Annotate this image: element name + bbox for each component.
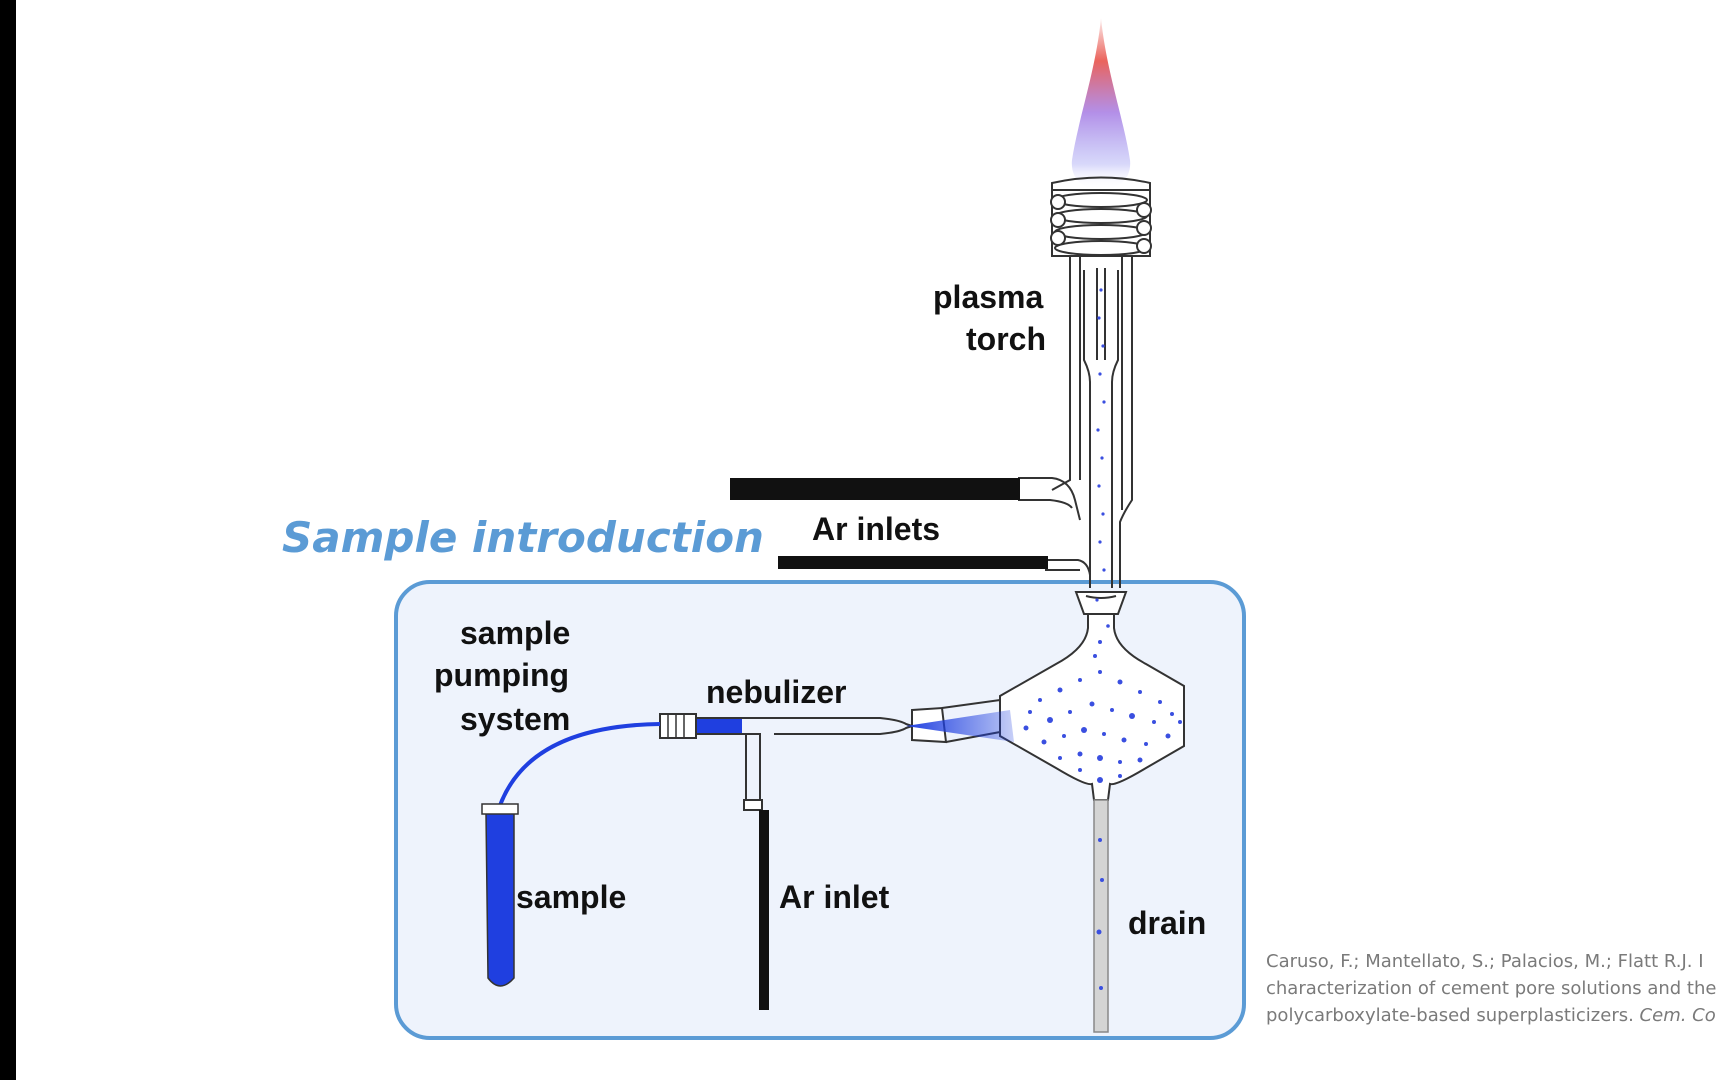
sample-pumping-label-line3: system — [460, 701, 570, 737]
pump-connector — [659, 713, 697, 739]
citation: Caruso, F.; Mantellato, S.; Palacios, M.… — [1266, 948, 1728, 1029]
citation-line-3-plain: polycarboxylate-based superplasticizers. — [1266, 1005, 1640, 1026]
sample-tubing — [494, 722, 661, 819]
sample-pumping-label-line2: pumping — [434, 657, 569, 693]
section-title: Sample introduction — [282, 513, 764, 562]
ar-inlet-upper-tube — [730, 478, 1020, 500]
sample-pumping-label-line1: sample — [460, 615, 570, 651]
drain-tube — [1093, 799, 1109, 1033]
sample-test-tube — [481, 803, 519, 987]
plasma-flame — [1071, 18, 1131, 190]
plasma-torch — [1018, 176, 1152, 615]
spray-droplets — [1023, 624, 1182, 783]
ar-inlets-label: Ar inlets — [812, 511, 940, 547]
nebulizer-sample-liquid — [696, 719, 742, 733]
citation-line-1: Caruso, F.; Mantellato, S.; Palacios, M.… — [1266, 951, 1704, 972]
plasma-torch-label-line1: plasma — [933, 279, 1043, 315]
nebulizer-spray-cone — [906, 710, 1014, 742]
ar-inlet-lower-tube — [778, 556, 1048, 569]
citation-line-2: characterization of cement pore solution… — [1266, 978, 1717, 999]
ar-inlet-tube — [759, 810, 769, 1010]
torch-aerosol-dots — [1095, 288, 1106, 602]
nebulizer-label: nebulizer — [706, 674, 846, 710]
plasma-torch-label-line2: torch — [966, 321, 1046, 357]
sample-label: sample — [516, 879, 626, 915]
citation-journal: Cem. Co — [1639, 1005, 1716, 1026]
rf-coil — [1050, 192, 1152, 256]
left-black-border — [0, 0, 16, 1080]
ar-inlet-label: Ar inlet — [779, 879, 890, 915]
drain-label: drain — [1128, 905, 1206, 941]
citation-line-3: polycarboxylate-based superplasticizers.… — [1266, 1002, 1728, 1029]
